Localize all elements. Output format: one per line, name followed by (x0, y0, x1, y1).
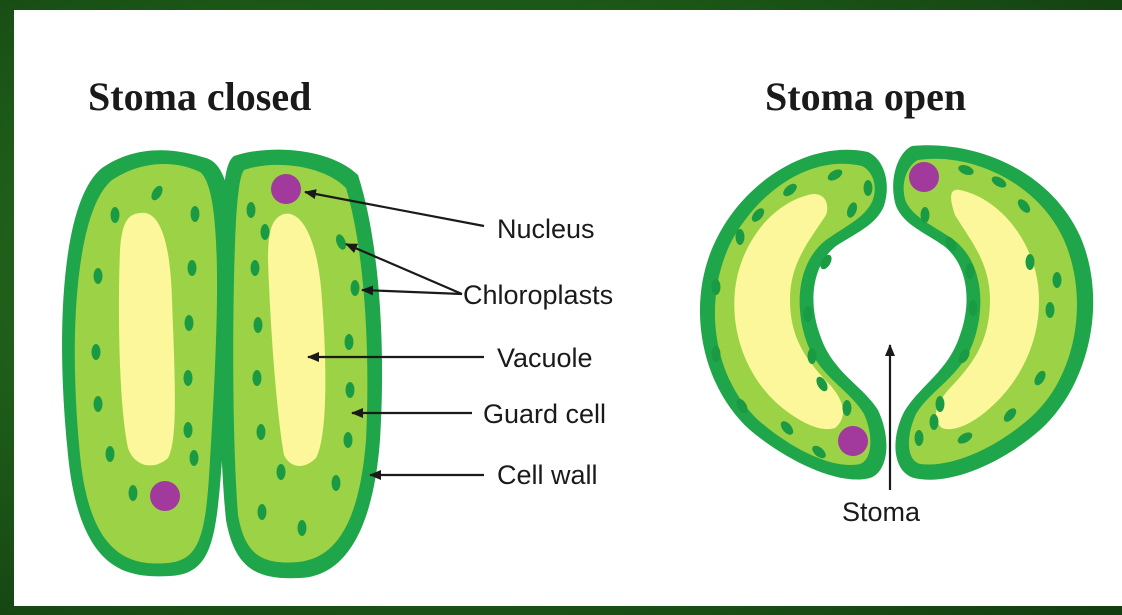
label-nucleus: Nucleus (497, 214, 595, 244)
title-stoma-closed: Stoma closed (88, 74, 311, 119)
label-chloroplasts: Chloroplasts (463, 280, 613, 310)
open-left-guard-cell (700, 150, 887, 480)
closed-left-vacuole (119, 213, 175, 466)
closed-stoma (62, 150, 382, 579)
closed-right-nucleus (271, 174, 301, 204)
label-cell-wall: Cell wall (497, 460, 598, 490)
label-stoma: Stoma (842, 497, 921, 527)
closed-right-guard-cell (219, 150, 382, 579)
title-stoma-open: Stoma open (765, 74, 966, 119)
open-right-guard-cell (893, 145, 1093, 479)
label-guard-cell: Guard cell (483, 399, 606, 429)
closed-left-guard-cell (62, 150, 233, 576)
closed-left-nucleus (150, 481, 180, 511)
open-left-nucleus (838, 426, 868, 456)
open-right-nucleus (909, 162, 939, 192)
open-stoma (700, 145, 1093, 479)
label-vacuole: Vacuole (497, 343, 593, 373)
